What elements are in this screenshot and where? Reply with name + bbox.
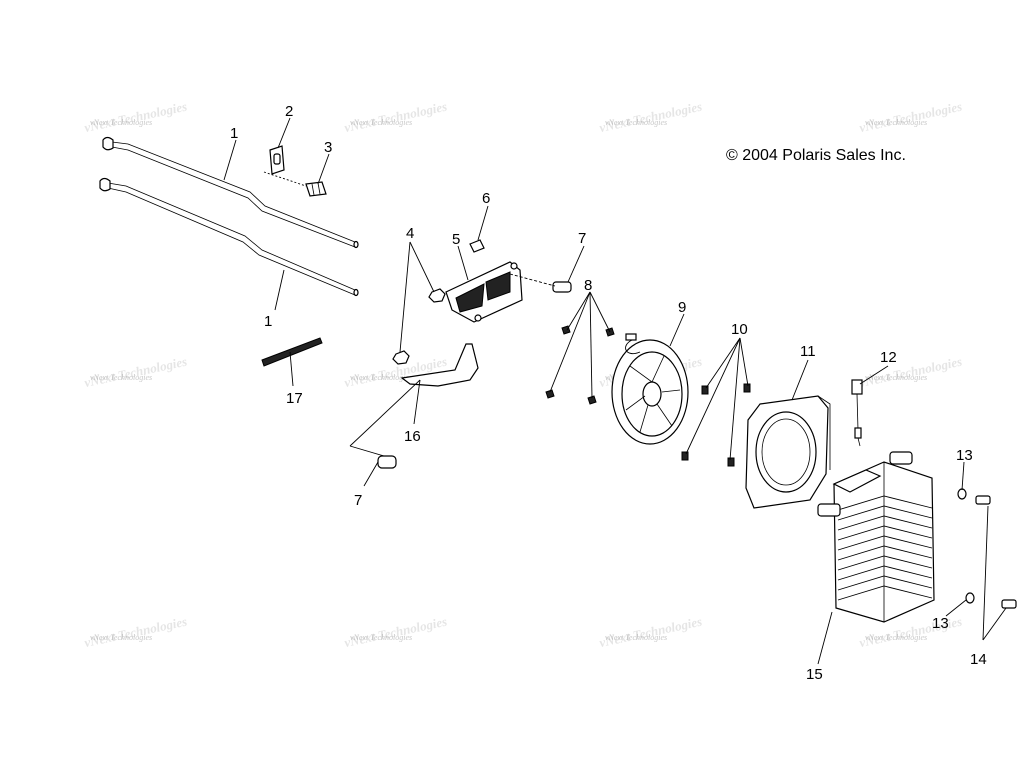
watermark-text: vNext Technologies — [598, 99, 703, 135]
callout-2: 2 — [285, 103, 293, 120]
callout-6: 6 — [482, 190, 490, 207]
callout-5: 5 — [452, 231, 460, 248]
watermark: vNext Technologies vNext Technologies — [343, 99, 448, 135]
part-nut-lower — [392, 350, 410, 365]
watermark: vNext Technologies vNext Technologies — [83, 354, 188, 390]
watermark-text: vNext Technologies — [90, 373, 152, 382]
watermark: vNext Technologies vNext Technologies — [598, 614, 703, 650]
callout-7-upper: 7 — [578, 230, 586, 247]
callout-labels: 1 1 2 3 4 5 6 7 8 9 10 11 12 13 13 14 15… — [230, 103, 987, 683]
part-bolt-upper — [509, 273, 572, 293]
watermark-text: vNext Technologies — [858, 99, 963, 135]
watermark-text: vNext Technologies — [83, 614, 188, 650]
part-bolt-14-upper — [975, 495, 991, 505]
callout-3: 3 — [324, 139, 332, 156]
watermark-text: vNext Technologies — [90, 118, 152, 127]
part-washer-lower — [965, 592, 975, 604]
callout-13-upper: 13 — [956, 447, 973, 464]
watermark-text: vNext Technologies — [343, 99, 448, 135]
callout-14: 14 — [970, 651, 987, 668]
part-clamp — [269, 145, 285, 175]
watermark-text: vNext Technologies — [605, 118, 667, 127]
leader-lines — [223, 117, 1007, 665]
watermark-text: vNext Technologies — [343, 614, 448, 650]
callout-4: 4 — [406, 225, 414, 242]
watermark-text: vNext Technologies — [865, 373, 927, 382]
part-nut-upper — [428, 288, 446, 303]
cooler-fins — [837, 495, 933, 601]
part-bolt-14-lower — [1001, 599, 1017, 609]
copyright-notice: © 2004 Polaris Sales Inc. — [726, 147, 906, 164]
callout-13-lower: 13 — [932, 615, 949, 632]
part-temperature-sensor — [851, 379, 863, 447]
callout-8: 8 — [584, 277, 592, 294]
part-fasteners — [681, 383, 751, 467]
watermark-text: vNext Technologies — [90, 633, 152, 642]
callout-10: 10 — [731, 321, 748, 338]
callout-16: 16 — [404, 428, 421, 445]
part-oil-line-upper — [102, 136, 359, 249]
part-oil-cooler — [817, 451, 935, 623]
callout-17: 17 — [286, 390, 303, 407]
watermark-text: vNext Technologies — [605, 633, 667, 642]
watermark: vNext Technologies vNext Technologies — [343, 614, 448, 650]
callout-15: 15 — [806, 666, 823, 683]
watermark: vNext Technologies vNext Technologies — [858, 354, 963, 390]
callout-7-lower: 7 — [354, 492, 362, 509]
part-oil-line-lower — [99, 177, 359, 297]
watermark-text: vNext Technologies — [865, 118, 927, 127]
callout-1-upper: 1 — [230, 125, 238, 142]
part-strip — [261, 337, 323, 367]
watermark-text: vNext Technologies — [83, 354, 188, 390]
part-bolt-lower — [377, 455, 397, 469]
part-clips — [545, 325, 615, 405]
watermark-layer: vNext Technologies vNext Technologies vN… — [83, 99, 963, 650]
watermark-text: vNext Technologies — [598, 614, 703, 650]
watermark: vNext Technologies vNext Technologies — [83, 614, 188, 650]
callout-1-lower: 1 — [264, 313, 272, 330]
watermark-text: vNext Technologies — [350, 633, 412, 642]
part-washer-upper — [957, 488, 967, 500]
part-fan-shroud — [745, 395, 831, 509]
part-fitting — [263, 171, 327, 197]
watermark-text: vNext Technologies — [350, 118, 412, 127]
part-cooling-fan — [611, 333, 689, 445]
callout-11: 11 — [800, 343, 816, 360]
watermark-text: vNext Technologies — [865, 633, 927, 642]
watermark-text: vNext Technologies — [350, 373, 412, 382]
watermark-text: vNext Technologies — [83, 99, 188, 135]
callout-12: 12 — [880, 349, 897, 366]
watermark: vNext Technologies vNext Technologies — [83, 99, 188, 135]
callout-9: 9 — [678, 299, 686, 316]
watermark-text: vNext Technologies — [858, 354, 963, 390]
part-grommet — [469, 239, 485, 253]
watermark: vNext Technologies vNext Technologies — [598, 99, 703, 135]
part-mount-bracket — [445, 261, 523, 323]
watermark: vNext Technologies vNext Technologies — [858, 99, 963, 135]
